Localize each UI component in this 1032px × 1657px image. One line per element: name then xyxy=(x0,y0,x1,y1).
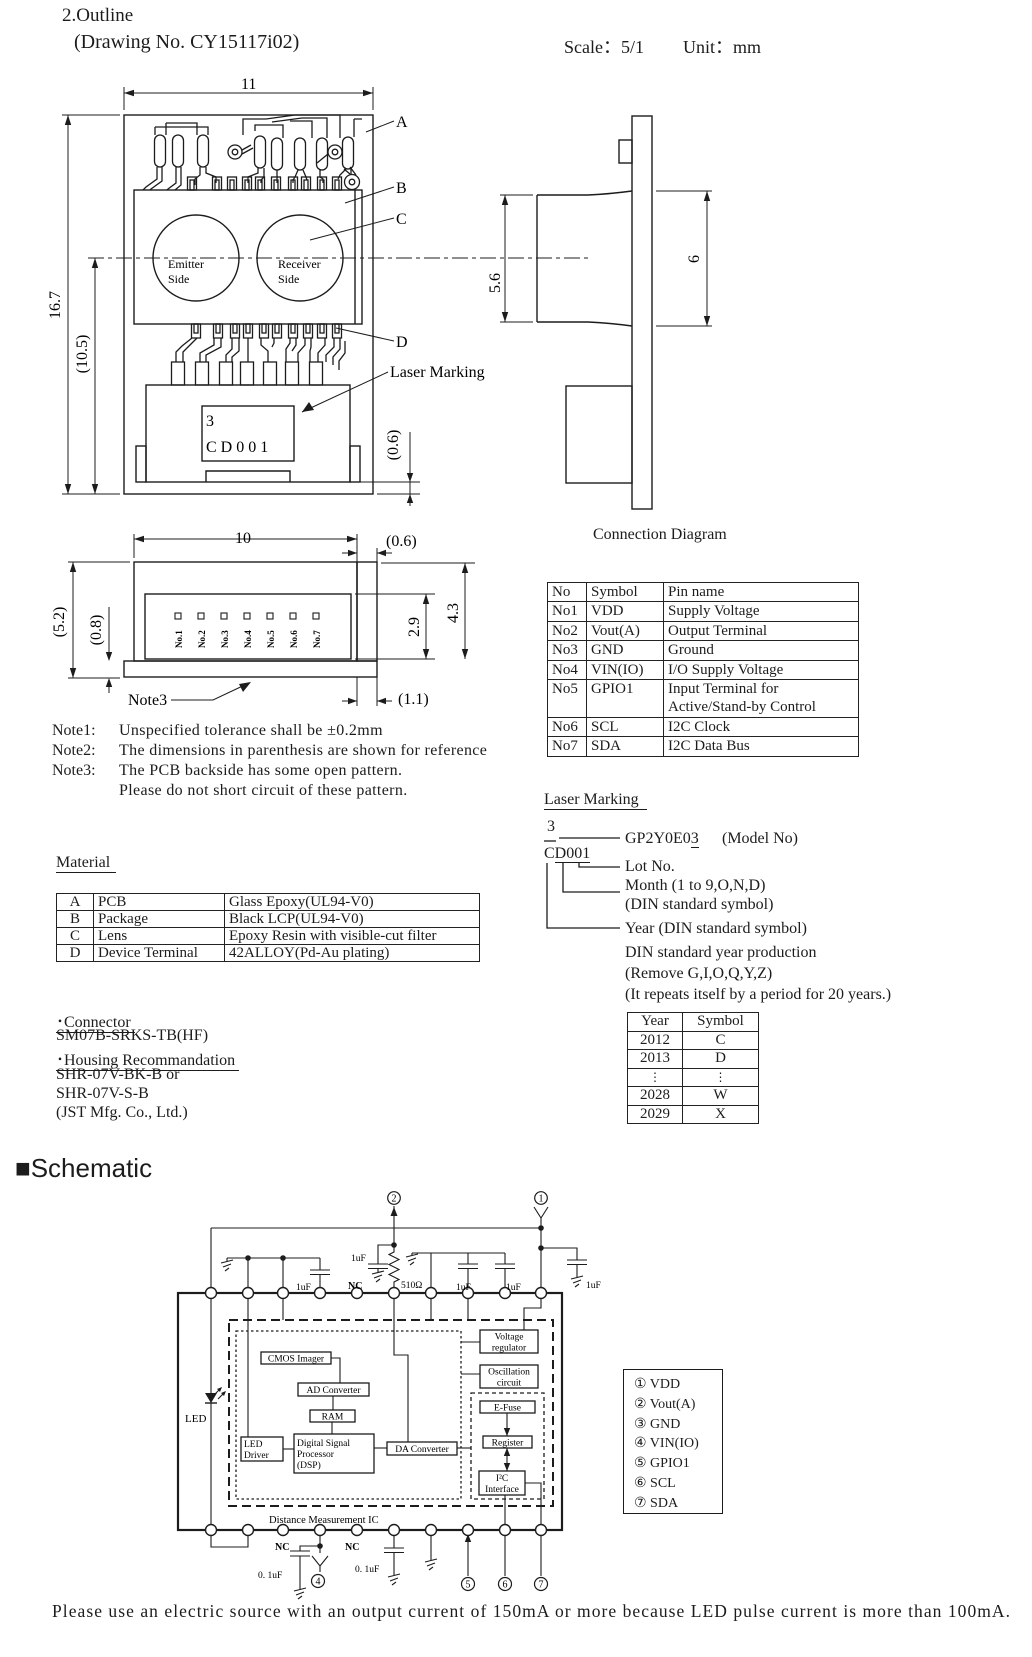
svg-text:Driver: Driver xyxy=(244,1451,270,1461)
svg-text:No.3: No.3 xyxy=(220,630,230,648)
svg-text:7: 7 xyxy=(539,1580,544,1591)
svg-text:C: C xyxy=(396,211,407,228)
svg-text:NC: NC xyxy=(275,1542,289,1553)
svg-text:4.3: 4.3 xyxy=(445,603,462,623)
svg-text:AD Converter: AD Converter xyxy=(306,1386,361,1396)
svg-text:(10.5): (10.5) xyxy=(74,335,91,374)
svg-text:A: A xyxy=(396,114,408,131)
svg-text:LED: LED xyxy=(244,1440,263,1450)
svg-text:(5.2): (5.2) xyxy=(51,607,68,638)
svg-text:No.1: No.1 xyxy=(174,630,184,648)
svg-text:CD001: CD001 xyxy=(206,439,272,456)
svg-text:LED: LED xyxy=(185,1413,206,1425)
svg-text:510Ω: 510Ω xyxy=(401,1281,422,1291)
svg-text:Digital Signal: Digital Signal xyxy=(297,1439,350,1449)
svg-text:Side: Side xyxy=(168,272,189,286)
svg-text:5: 5 xyxy=(466,1580,471,1591)
svg-text:4: 4 xyxy=(316,1577,321,1588)
svg-text:E-Fuse: E-Fuse xyxy=(494,1403,521,1413)
svg-text:1uF: 1uF xyxy=(351,1254,366,1264)
svg-text:(0.6): (0.6) xyxy=(386,533,417,550)
svg-text:2.9: 2.9 xyxy=(406,617,423,637)
svg-text:Register: Register xyxy=(492,1438,524,1448)
svg-text:No.6: No.6 xyxy=(289,630,299,648)
svg-text:No.7: No.7 xyxy=(312,630,322,648)
svg-text:No.4: No.4 xyxy=(243,630,253,648)
svg-text:Receiver: Receiver xyxy=(278,257,321,271)
svg-text:regulator: regulator xyxy=(492,1343,527,1353)
svg-text:Distance Measurement IC: Distance Measurement IC xyxy=(269,1515,379,1526)
svg-text:6: 6 xyxy=(503,1580,508,1591)
svg-text:Oscillation: Oscillation xyxy=(488,1367,530,1377)
svg-text:I²C: I²C xyxy=(496,1474,508,1484)
svg-text:NC: NC xyxy=(348,1281,362,1292)
svg-text:11: 11 xyxy=(241,76,256,93)
svg-text:0. 1uF: 0. 1uF xyxy=(355,1565,379,1575)
svg-text:Laser Marking: Laser Marking xyxy=(390,364,485,381)
svg-text:RAM: RAM xyxy=(322,1412,344,1422)
svg-text:Note3: Note3 xyxy=(128,692,167,709)
svg-text:1uF: 1uF xyxy=(296,1283,311,1293)
svg-text:(DSP): (DSP) xyxy=(297,1460,321,1471)
svg-text:1uF: 1uF xyxy=(506,1283,521,1293)
svg-text:(0.8): (0.8) xyxy=(88,615,105,646)
svg-text:CMOS Imager: CMOS Imager xyxy=(268,1354,325,1364)
svg-text:2: 2 xyxy=(392,1194,397,1205)
svg-text:DA Converter: DA Converter xyxy=(395,1445,449,1455)
svg-text:circuit: circuit xyxy=(497,1378,522,1388)
svg-text:5.6: 5.6 xyxy=(487,273,504,293)
svg-text:1: 1 xyxy=(539,1194,544,1205)
svg-text:NC: NC xyxy=(345,1542,359,1553)
svg-text:Emitter: Emitter xyxy=(168,257,204,271)
svg-text:(1.1): (1.1) xyxy=(398,691,429,708)
svg-text:Voltage: Voltage xyxy=(495,1332,524,1342)
svg-text:16.7: 16.7 xyxy=(47,291,64,319)
svg-text:(0.6): (0.6) xyxy=(385,430,402,461)
svg-text:0. 1uF: 0. 1uF xyxy=(258,1571,282,1581)
svg-text:1uF: 1uF xyxy=(456,1283,471,1293)
svg-text:3: 3 xyxy=(206,413,214,430)
svg-text:No.2: No.2 xyxy=(197,630,207,648)
svg-text:6: 6 xyxy=(686,255,703,263)
svg-text:10: 10 xyxy=(235,530,251,547)
svg-text:D: D xyxy=(396,334,408,351)
svg-text:B: B xyxy=(396,180,407,197)
svg-text:Processor: Processor xyxy=(297,1450,335,1460)
svg-text:Side: Side xyxy=(278,272,299,286)
svg-text:No.5: No.5 xyxy=(266,630,276,648)
svg-text:1uF: 1uF xyxy=(586,1281,601,1291)
svg-text:Interface: Interface xyxy=(485,1484,519,1495)
